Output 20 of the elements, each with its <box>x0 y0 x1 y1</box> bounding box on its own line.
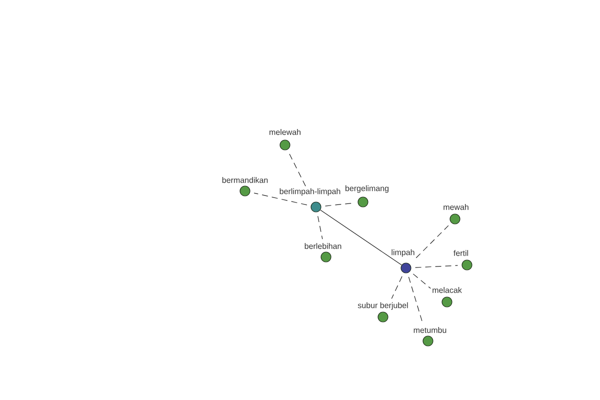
node-label: melacak <box>432 287 462 293</box>
connector-line <box>415 265 458 268</box>
node-label: metumbu <box>414 327 446 333</box>
node-label: bergelimang <box>346 185 388 193</box>
connector-line <box>391 276 402 299</box>
node-label: berlebihan <box>304 243 342 249</box>
connector-line <box>416 225 449 258</box>
node-label: limpah <box>392 249 414 257</box>
connector-line <box>408 276 423 323</box>
node-label: melewah <box>270 129 300 135</box>
connector-line <box>412 274 431 289</box>
connector-line <box>320 210 402 266</box>
node-label: berlimpah-limpah <box>280 188 340 196</box>
node-label: subur berjubel <box>358 302 408 310</box>
connector-line <box>254 192 308 206</box>
node-label: mewah <box>444 204 468 210</box>
connector-line <box>318 216 323 240</box>
node-label: bermandikan <box>222 177 268 183</box>
node-label: fertil <box>454 250 468 256</box>
connector-line <box>288 153 306 186</box>
